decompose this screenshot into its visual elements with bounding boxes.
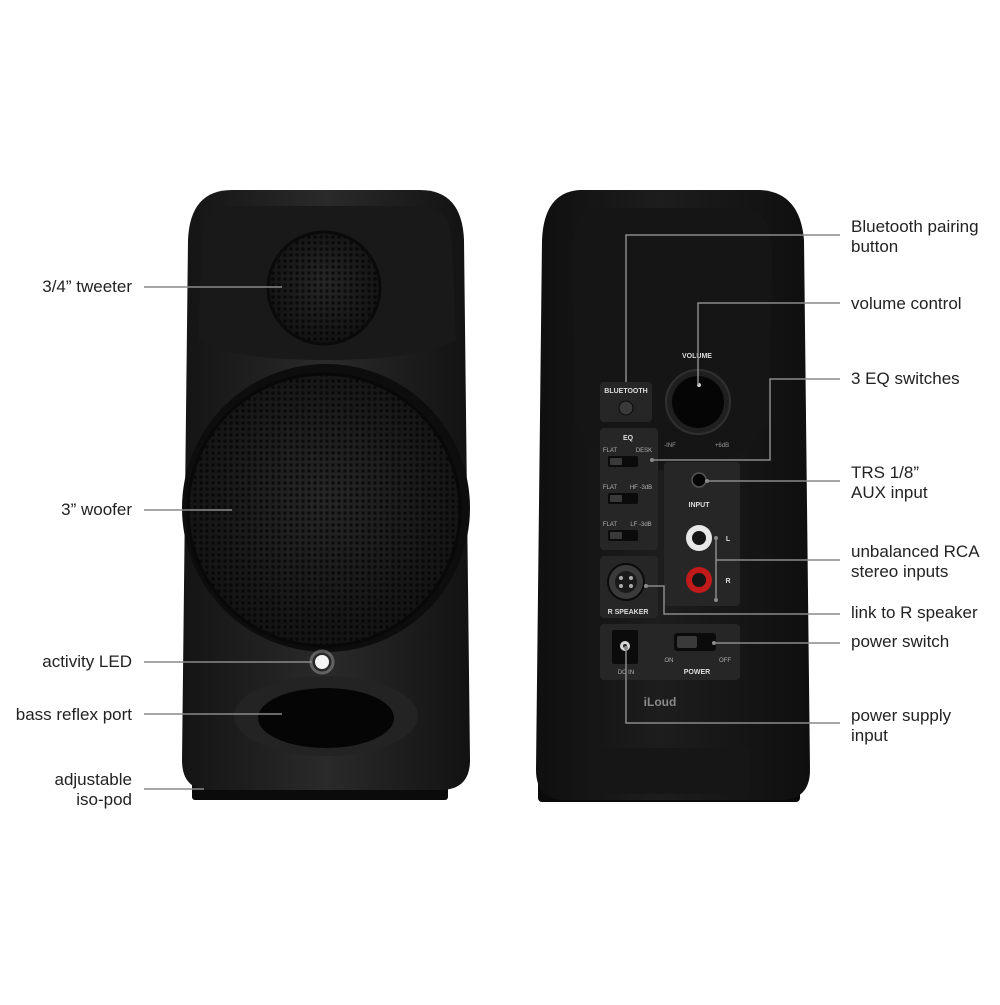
callout-vol-text: volume control	[851, 294, 962, 313]
eq2-flat: FLAT	[603, 485, 618, 491]
callout-bt-line2: button	[851, 237, 899, 256]
callout-power-switch: power switch	[851, 632, 949, 652]
volume-min-label: -INF	[664, 443, 676, 449]
callout-eq: 3 EQ switches	[851, 369, 960, 389]
rca-right-label: R	[725, 578, 730, 585]
callout-activity-led: activity LED	[0, 652, 132, 672]
trs-aux-jack[interactable]	[691, 472, 707, 488]
eq-label: EQ	[623, 435, 634, 442]
callout-iso-pod: adjustable iso-pod	[0, 770, 132, 810]
bluetooth-button[interactable]	[618, 400, 634, 416]
callout-isopod-line2: iso-pod	[76, 790, 132, 809]
power-label: POWER	[684, 669, 710, 676]
eq3-flat: FLAT	[603, 522, 618, 528]
input-label: INPUT	[689, 502, 711, 509]
eq2-hf: HF -3dB	[630, 485, 652, 491]
power-on-label: ON	[665, 658, 674, 664]
callout-trs-line1: TRS 1/8”	[851, 463, 920, 482]
volume-label: VOLUME	[682, 353, 712, 360]
brand-logo: iLoud	[644, 695, 677, 709]
callout-rca-line2: stereo inputs	[851, 562, 949, 581]
activity-led	[315, 655, 329, 669]
callout-bass-port: bass reflex port	[0, 705, 132, 725]
callout-woofer: 3” woofer	[0, 500, 132, 520]
callout-tweeter-text: 3/4” tweeter	[42, 277, 132, 296]
callout-eq-text: 3 EQ switches	[851, 369, 960, 388]
callout-power-supply: power supply input	[851, 706, 951, 746]
callout-port-text: bass reflex port	[15, 705, 132, 724]
callout-rca-line1: unbalanced RCA	[851, 542, 980, 561]
volume-max-label: +6dB	[715, 443, 729, 449]
bass-reflex-port	[258, 688, 394, 748]
volume-knob[interactable]	[672, 376, 724, 428]
callout-bluetooth: Bluetooth pairing button	[851, 217, 979, 257]
callout-tweeter: 3/4” tweeter	[0, 277, 132, 297]
callout-link: link to R speaker	[851, 603, 978, 623]
callout-trs-line2: AUX input	[851, 483, 928, 502]
power-off-label: OFF	[719, 658, 731, 664]
bluetooth-label: BLUETOOTH	[604, 388, 647, 395]
r-speaker-label: R SPEAKER	[608, 609, 649, 616]
leader-lines	[144, 234, 840, 790]
rca-left-label: L	[726, 536, 731, 543]
callout-volume: volume control	[851, 294, 962, 314]
callout-rca: unbalanced RCA stereo inputs	[851, 542, 980, 582]
callout-woofer-text: 3” woofer	[61, 500, 132, 519]
callout-psu-line2: input	[851, 726, 888, 745]
callout-trs: TRS 1/8” AUX input	[851, 463, 928, 503]
callout-isopod-line1: adjustable	[54, 770, 132, 789]
callout-psu-line1: power supply	[851, 706, 952, 725]
eq1-flat: FLAT	[603, 448, 618, 454]
eq1-desk: DESK	[636, 448, 652, 454]
eq3-lf: LF -3dB	[630, 522, 651, 528]
callout-link-text: link to R speaker	[851, 603, 978, 622]
callout-bt-line1: Bluetooth pairing	[851, 217, 979, 236]
back-speaker: BLUETOOTH VOLUME -INF +6dB EQ FLAT DESK …	[536, 190, 810, 802]
callout-pwr-text: power switch	[851, 632, 950, 651]
front-speaker	[182, 190, 470, 800]
callout-led-text: activity LED	[42, 652, 132, 671]
